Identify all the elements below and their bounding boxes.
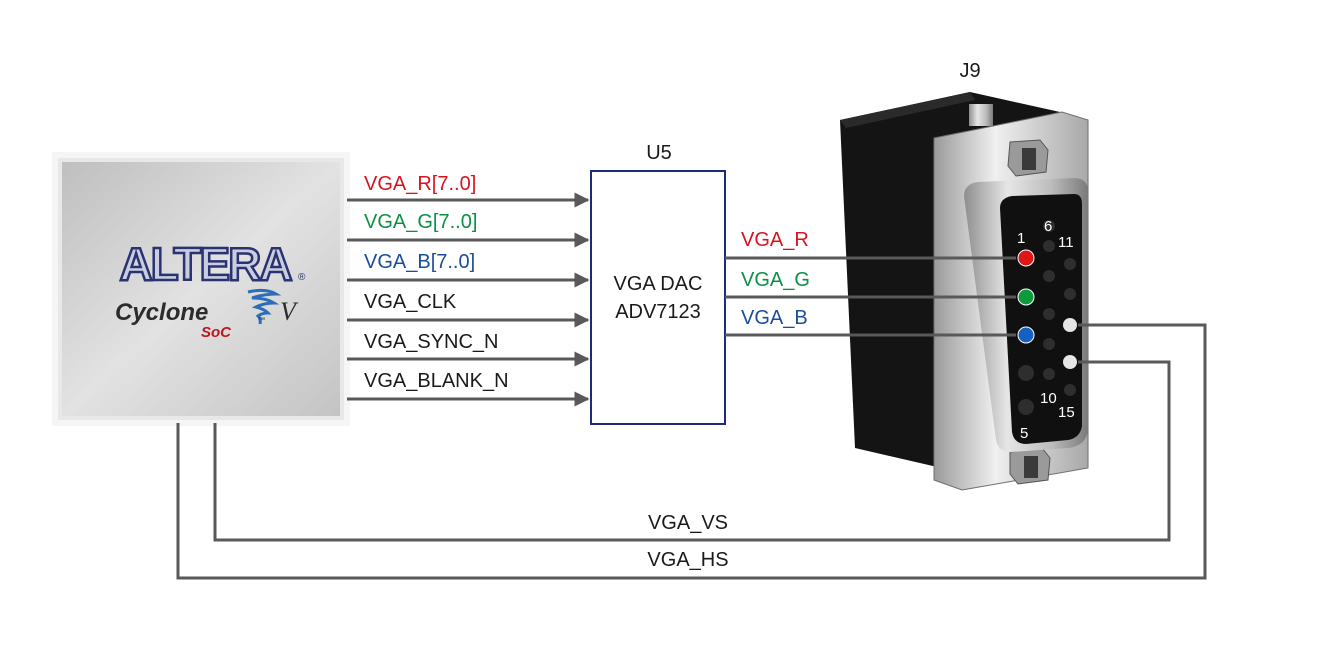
sync-wires (176, 323, 1207, 580)
pin-13 (1064, 288, 1076, 300)
pin-3-blue (1017, 326, 1035, 344)
pin-label-5: 5 (1020, 425, 1028, 442)
altera-logo: ALTERA (119, 238, 291, 290)
bus-wires (347, 192, 590, 407)
cyclone-swirl-icon (247, 288, 282, 325)
label-vga-hs: VGA_HS (647, 549, 728, 571)
pin-1-red (1017, 249, 1035, 267)
cyclone-version: V (280, 297, 299, 326)
cyclone-tm: ™ (258, 317, 265, 324)
pin-vsync (1063, 355, 1077, 369)
connector-ref: J9 (959, 60, 980, 82)
dac-name: VGA DAC (614, 273, 703, 295)
pin-5 (1018, 399, 1034, 415)
pin-x (1043, 240, 1055, 252)
label-vga-sync-n: VGA_SYNC_N (364, 331, 499, 353)
label-vga-g-bus: VGA_G[7..0] (364, 211, 477, 233)
bus-labels: VGA_R[7..0] VGA_G[7..0] VGA_B[7..0] VGA_… (364, 173, 509, 392)
pin-label-6: 6 (1044, 218, 1052, 235)
altera-registered-mark: ® (298, 272, 306, 283)
pin-label-11: 11 (1058, 234, 1074, 251)
cyclone-wordmark: Cyclone (115, 299, 208, 326)
vga-connector: J9 1 6 11 10 15 (840, 60, 1089, 491)
pin-12 (1064, 258, 1076, 270)
pin-6 (1043, 220, 1055, 232)
pin-hsync (1063, 318, 1077, 332)
pin-8 (1043, 308, 1055, 320)
pin-7 (1043, 270, 1055, 282)
label-vga-b-bus: VGA_B[7..0] (364, 251, 475, 273)
fpga-chip: ALTERA ® Cyclone ™ V SoC (52, 152, 350, 426)
wire-vga-hs (176, 323, 1207, 580)
pin-2-green (1017, 288, 1035, 306)
pin-label-15: 15 (1058, 404, 1075, 421)
label-vga-clk: VGA_CLK (364, 291, 457, 313)
label-vga-r: VGA_R (741, 229, 809, 251)
analog-wires (725, 256, 1016, 337)
label-vga-vs: VGA_VS (648, 512, 728, 534)
pin-4 (1018, 365, 1034, 381)
pin-label-1: 1 (1017, 230, 1025, 247)
pin-15 (1064, 384, 1076, 396)
label-vga-r-bus: VGA_R[7..0] (364, 173, 476, 195)
label-vga-blank-n: VGA_BLANK_N (364, 370, 509, 392)
pin-label-10: 10 (1040, 390, 1057, 407)
dac-part: ADV7123 (615, 301, 701, 323)
label-vga-b: VGA_B (741, 307, 808, 329)
analog-labels: VGA_R VGA_G VGA_B (741, 229, 810, 329)
dac-ref: U5 (646, 142, 672, 164)
pin-10 (1043, 368, 1055, 380)
vga-dac-block: U5 VGA DAC ADV7123 (590, 142, 726, 425)
label-vga-g: VGA_G (741, 269, 810, 291)
pin-9 (1043, 338, 1055, 350)
soc-label: SoC (201, 324, 232, 341)
wire-vga-vs (213, 360, 1171, 542)
